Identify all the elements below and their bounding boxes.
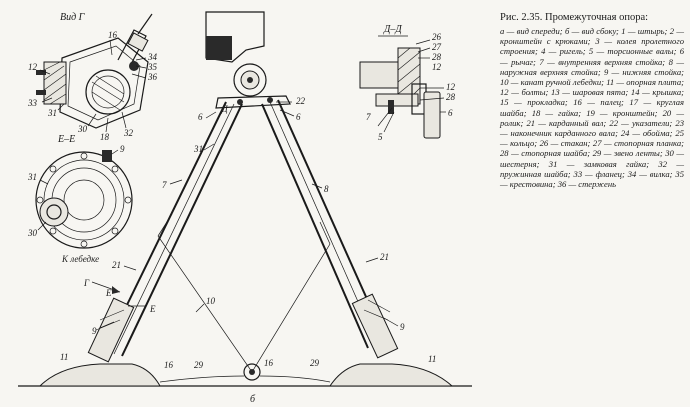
main-side-view: Д Г Е Е [18,11,472,405]
callout-12: 12 [446,82,456,92]
callout-29: 29 [310,358,320,368]
callout-34: 34 [147,52,158,62]
callout-33: 33 [27,98,38,108]
callout-16: 16 [164,360,174,370]
callout-8: 8 [324,184,329,194]
callout-7: 7 [162,180,167,190]
callout-32: 32 [123,128,134,138]
view-b-label: б [250,394,256,405]
callout-9: 9 [120,144,125,154]
callout-16: 16 [108,30,118,40]
callout-28: 28 [432,52,442,62]
technical-drawing: Вид Г 16 12 34 35 36 [18,11,472,405]
callout-7: 7 [366,112,371,122]
callout-12: 12 [432,62,442,72]
callout-6: 6 [198,112,203,122]
callout-22: 22 [296,96,306,106]
callout-36: 36 [147,72,158,82]
callout-6: 6 [296,112,301,122]
callout-6: 6 [448,108,453,118]
section-ee-label: Е–Е [57,134,75,145]
e-marker-label: Е [149,304,156,314]
callout-10: 10 [206,296,216,306]
callout-9: 9 [400,322,405,332]
callout-31: 31 [193,144,203,154]
callout-21: 21 [112,260,121,270]
section-ee: Е–Е 9 31 30 К лебедке [27,134,133,264]
callout-35: 35 [147,62,158,72]
callout-21: 21 [380,252,389,262]
to-winch-label: К лебедке [61,254,99,264]
view-g-label: Вид Г [60,12,85,23]
section-dd-label: Д–Д [383,24,402,35]
caption-title: Рис. 2.35. Промежуточная опора: [500,12,649,23]
callout-27: 27 [432,42,442,52]
figure-caption: Рис. 2.35. Промежуточная опора: а — вид … [500,12,684,189]
callout-9: 9 [92,326,97,336]
g-marker-label: Г [83,278,90,288]
callout-16: 16 [264,358,274,368]
callout-30: 30 [77,124,88,134]
detail-view-g: Вид Г 16 12 34 35 36 [27,12,158,142]
d-marker-label: Д [221,104,229,114]
callout-31: 31 [47,108,57,118]
e-marker-label: Е [105,288,112,298]
callout-12: 12 [28,62,38,72]
callout-26: 26 [432,32,442,42]
callout-29: 29 [194,360,204,370]
caption-legend: а — вид спереди; б — вид сбоку; 1 — штыр… [500,26,684,190]
section-dd: Д–Д 26 27 28 12 12 28 6 7 5 [359,24,456,142]
callout-5: 5 [378,132,383,142]
callout-18: 18 [100,132,110,142]
callout-30: 30 [27,228,38,238]
callout-28: 28 [446,92,456,102]
callout-11: 11 [60,352,68,362]
callout-31: 31 [27,172,37,182]
callout-11: 11 [428,354,436,364]
